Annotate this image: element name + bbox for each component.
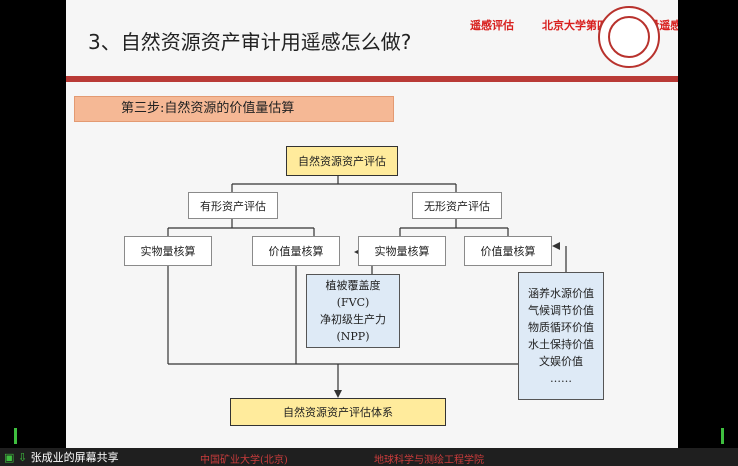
node-tangible-assessment: 有形资产评估 <box>188 192 278 219</box>
footer-school: 地球科学与测绘工程学院 <box>374 455 484 466</box>
logo-emblem-icon <box>608 16 650 58</box>
value-item: 气候调节价值 <box>528 304 594 317</box>
download-icon: ⇩ <box>17 451 28 464</box>
flowchart-connectors <box>167 176 567 400</box>
value-item: 水土保持价值 <box>528 338 594 351</box>
node-value-items: 涵养水源价值 气候调节价值 物质循环价值 水土保持价值 文娱价值 …… <box>518 272 604 400</box>
indicator-line: (FVC) <box>336 296 370 309</box>
footer-university: 中国矿业大学(北京) <box>200 455 288 466</box>
value-item: …… <box>550 372 572 385</box>
screen-share-icon: ▣ <box>4 451 15 464</box>
screen-share-indicator[interactable]: ▣ ⇩ 张成业的屏幕共享 <box>4 449 119 465</box>
node-physical-indicators: 植被覆盖度 (FVC) 净初级生产力 (NPP) <box>306 274 400 348</box>
value-item: 涵养水源价值 <box>528 287 594 300</box>
step-banner: 第三步:自然资源的价值量估算 <box>74 96 394 122</box>
value-item: 物质循环价值 <box>528 321 594 334</box>
header-red-text-1: 遥感评估 <box>470 19 514 32</box>
node-intangible-value: 价值量核算 <box>464 236 552 266</box>
indicator-line: 植被覆盖度 <box>325 279 381 292</box>
value-item: 文娱价值 <box>539 355 583 368</box>
presentation-slide: 3、自然资源资产审计用遥感怎么做? 遥感评估 北京大学第四集团“定量遥感” 第三… <box>66 0 678 448</box>
indicator-line: 净初级生产力 <box>320 313 386 326</box>
node-intangible-assessment: 无形资产评估 <box>412 192 502 219</box>
title-divider <box>66 76 678 82</box>
slide-title: 3、自然资源资产审计用遥感怎么做? <box>88 30 412 54</box>
node-tangible-value: 价值量核算 <box>252 236 340 266</box>
corner-marker-icon <box>718 428 724 444</box>
node-assessment-system: 自然资源资产评估体系 <box>230 398 446 426</box>
node-intangible-physical: 实物量核算 <box>358 236 446 266</box>
corner-marker-icon <box>14 428 20 444</box>
node-tangible-physical: 实物量核算 <box>124 236 212 266</box>
screen-share-label: 张成业的屏幕共享 <box>30 451 119 464</box>
university-logo <box>598 6 660 68</box>
footer-bar <box>0 448 738 466</box>
node-root-assessment: 自然资源资产评估 <box>286 146 398 176</box>
indicator-line: (NPP) <box>336 330 370 343</box>
